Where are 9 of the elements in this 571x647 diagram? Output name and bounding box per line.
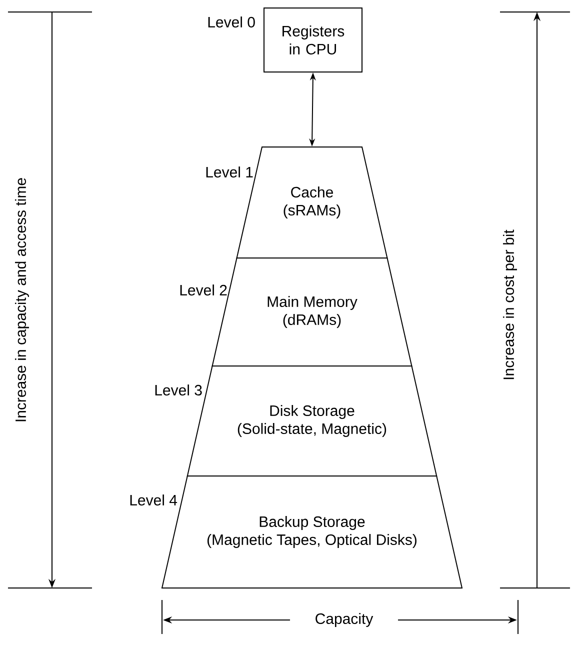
axis-label: Increase in cost per bit [503,230,517,380]
level-label: Level 4 [130,494,178,506]
register-box: Registers in CPU [264,8,362,72]
axis-label: Increase in capacity and access time [15,178,29,422]
level-label: Level 3 [155,384,202,396]
level-label: Level 0 [208,16,255,28]
level-label: Level 1 [206,166,253,178]
level-label: Level 2 [180,284,227,296]
axis-label: Capacity [316,613,374,627]
